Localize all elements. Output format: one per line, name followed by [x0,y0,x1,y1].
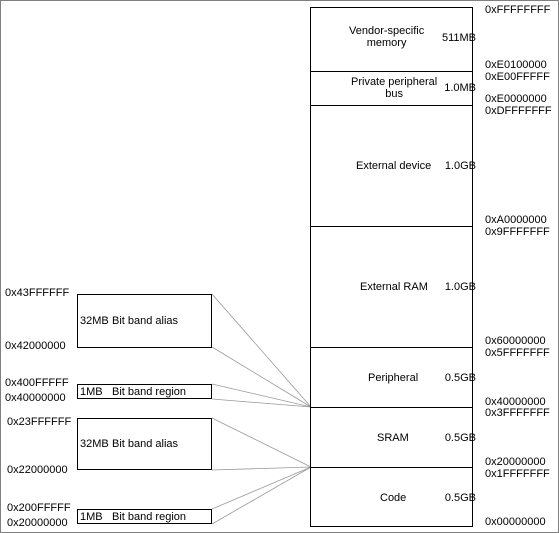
address-label: 0x20000000 [485,456,546,468]
connector-line [211,293,312,408]
connector-line [211,383,312,408]
region-code: Code 0.5GB [311,468,476,526]
bitband-address-label: 0x22000000 [7,464,68,476]
bitband-address-label: 0x43FFFFFF [5,287,70,299]
address-label: 0x1FFFFFFF [485,468,550,480]
region-name: Peripheral [368,372,419,384]
address-label: 0xA0000000 [485,214,547,226]
region-size: 1.0GB [444,281,476,293]
region-size: 511MB [441,32,476,44]
region-external-device: External device 1.0GB [311,106,476,227]
connector-line [211,466,312,471]
region-size: 1.0GB [444,160,476,172]
bitband-label: Bit band alias [112,315,179,327]
bitband-alias-box: 32MB Bit band alias [77,418,212,470]
address-label: 0x5FFFFFFF [485,347,550,359]
bitband-address-label: 0x23FFFFFF [7,416,72,428]
memory-map: Vendor-specific memory 511MB Private per… [310,7,476,527]
address-label: 0xE0100000 [485,59,547,71]
region-external-ram: External RAM 1.0GB [311,227,476,348]
address-label: 0xFFFFFFFF [485,4,551,16]
region-name: SRAM [377,432,409,444]
bitband-label: Bit band alias [112,438,179,450]
region-sram: SRAM 0.5GB [311,408,476,468]
address-label: 0x60000000 [485,335,546,347]
bitband-size: 1MB [80,511,103,523]
bitband-address-label: 0x40000000 [5,392,66,404]
address-label: 0x40000000 [485,396,546,408]
connector-line [211,466,312,510]
region-peripheral: Peripheral 0.5GB [311,348,476,408]
bitband-address-label: 0x200FFFFF [7,502,71,514]
address-label: 0xE00FFFFF [485,71,550,83]
bitband-region-box: 1MB Bit band region [77,509,212,524]
region-name: Code [380,492,407,504]
bitband-address-label: 0x20000000 [7,517,68,529]
region-size: 0.5GB [444,492,476,504]
bitband-size: 1MB [80,386,103,398]
region-name: Private peripheral bus [351,76,438,100]
region-size: 0.5GB [444,432,476,444]
connector-line [211,466,312,525]
address-label: 0xE0000000 [485,93,547,105]
bitband-address-label: 0x42000000 [5,340,66,352]
connector-line [211,417,312,468]
bitband-region-box: 1MB Bit band region [77,384,212,399]
region-name: External device [356,160,432,172]
address-label: 0x9FFFFFFF [485,226,550,238]
region-name: External RAM [360,281,428,293]
bitband-size: 32MB [80,315,109,327]
connector-line [211,346,312,408]
address-label: 0x00000000 [485,516,546,528]
region-name: Vendor-specific memory [349,25,425,49]
bitband-size: 32MB [80,438,109,450]
region-size: 1.0MB [444,82,476,94]
region-vendor-specific: Vendor-specific memory 511MB [311,8,476,72]
bitband-label: Bit band region [112,511,186,523]
address-label: 0x3FFFFFFF [485,407,550,419]
region-private-peripheral-bus: Private peripheral bus 1.0MB [311,72,476,106]
bitband-address-label: 0x400FFFFF [5,377,69,389]
bitband-label: Bit band region [112,386,186,398]
address-label: 0xDFFFFFFF [485,105,552,117]
region-size: 0.5GB [444,372,476,384]
bitband-alias-box: 32MB Bit band alias [77,294,212,348]
connector-line [211,398,312,408]
